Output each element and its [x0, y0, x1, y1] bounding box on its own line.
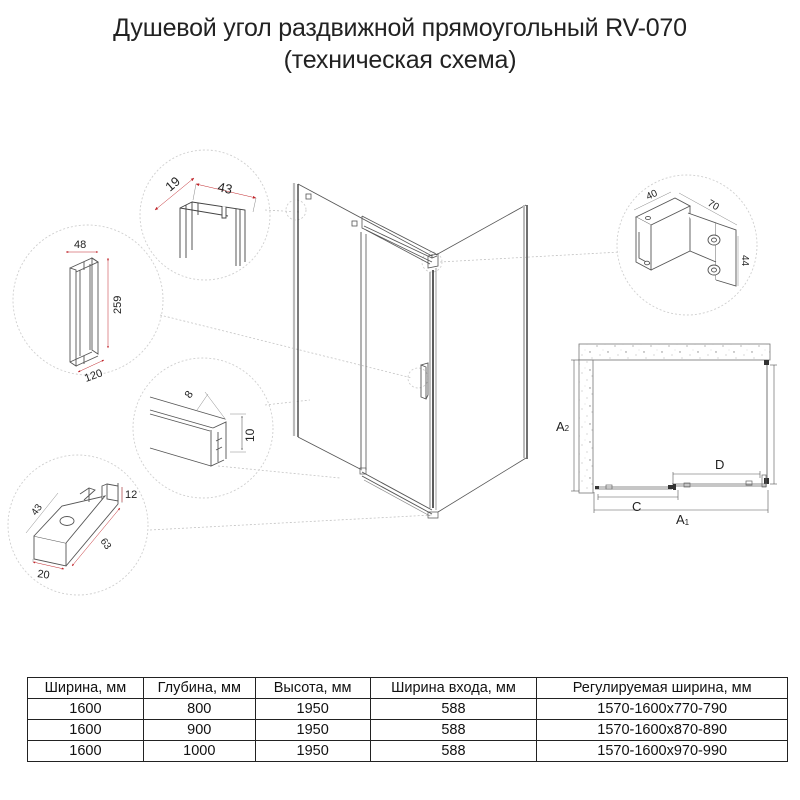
leader-lines: [149, 209, 621, 531]
cell-width: 1600: [27, 740, 144, 762]
title-line-2: (техническая схема): [283, 46, 517, 74]
cell-width: 1600: [27, 698, 144, 720]
dim-handle-width: 48: [74, 239, 86, 251]
detail-circles: [7, 149, 758, 596]
label-c: C: [632, 499, 641, 514]
cell-height: 1950: [254, 698, 371, 720]
cell-adjustable-width: 1570-1600x770-790: [536, 698, 788, 720]
table-row: 1600 1000 1950 588 1570-1600x970-990: [27, 740, 788, 762]
side-wall: [578, 359, 594, 494]
top-rail: [361, 215, 439, 269]
header-depth: Глубина, мм: [142, 677, 256, 699]
right-return-panel: [435, 204, 528, 513]
header-height: Высота, мм: [254, 677, 371, 699]
detail-bottom-guide: 43 12 63 20: [25, 483, 137, 582]
label-d: D: [715, 457, 724, 472]
dim-rail-height: 10: [243, 428, 257, 442]
door-handle: [420, 362, 429, 400]
cell-height: 1950: [254, 719, 371, 741]
cell-adjustable-width: 1570-1600x970-990: [536, 740, 788, 762]
table-row: 1600 900 1950 588 1570-1600x870-890: [27, 719, 788, 741]
header-entry-width: Ширина входа, мм: [369, 677, 538, 699]
shower-enclosure-iso: [292, 183, 528, 519]
detail-profile: 19 43: [154, 174, 257, 266]
dim-guide-front: 20: [37, 568, 51, 582]
cell-adjustable-width: 1570-1600x870-890: [536, 719, 788, 741]
label-a1: A1: [676, 512, 690, 527]
specs-table: Ширина, мм Глубина, мм Высота, мм Ширина…: [27, 677, 788, 762]
cell-entry-width: 588: [369, 698, 538, 720]
dim-guide-width: 43: [29, 502, 45, 518]
dim-handle-length: 120: [83, 367, 104, 385]
cell-width: 1600: [27, 719, 144, 741]
detail-handle: 48 259 120: [65, 239, 124, 385]
table-header-row: Ширина, мм Глубина, мм Высота, мм Ширина…: [27, 677, 788, 699]
label-a2: A2: [556, 419, 570, 434]
dim-bracket-height: 44: [739, 255, 750, 267]
sliding-door: [359, 232, 439, 519]
cell-height: 1950: [254, 740, 371, 762]
plan-view: A2 A1 C D: [556, 343, 777, 527]
dim-bracket-width: 40: [645, 188, 660, 203]
cell-depth: 900: [142, 719, 256, 741]
left-fixed-panel: [292, 183, 433, 471]
page-title: Душевой угол раздвижной прямоугольный RV…: [0, 12, 800, 76]
dim-guide-length: 63: [98, 536, 114, 552]
header-adjustable-width: Регулируемая ширина, мм: [536, 677, 788, 699]
cell-depth: 800: [142, 698, 256, 720]
title-line-1: Душевой угол раздвижной прямоугольный RV…: [113, 14, 687, 42]
dim-handle-height: 259: [112, 296, 124, 314]
cell-depth: 1000: [142, 740, 256, 762]
cell-entry-width: 588: [369, 719, 538, 741]
dim-profile-depth: 19: [162, 174, 183, 195]
table-row: 1600 800 1950 588 1570-1600x770-790: [27, 698, 788, 720]
dim-rail-width: 8: [183, 389, 196, 401]
header-width: Ширина, мм: [27, 677, 144, 699]
detail-rail: 8 10: [149, 389, 257, 467]
dim-profile-width: 43: [216, 179, 233, 197]
dim-guide-height: 12: [125, 489, 137, 501]
back-wall: [578, 343, 771, 361]
cell-entry-width: 588: [369, 740, 538, 762]
detail-wall-bracket: 40 70 44: [633, 188, 750, 287]
dim-bracket-length: 70: [706, 198, 722, 213]
